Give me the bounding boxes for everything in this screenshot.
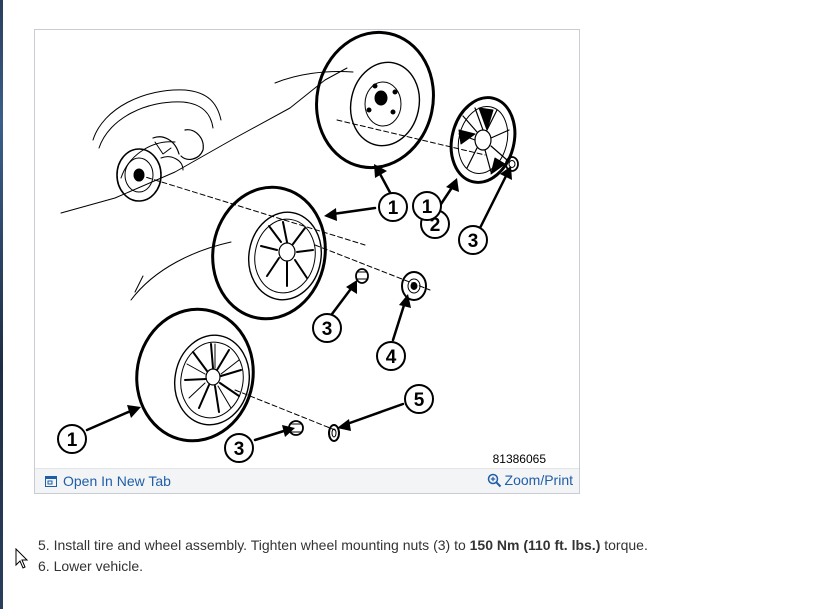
zoom-print-label: Zoom/Print	[504, 472, 573, 488]
lug-nut-upper-illustration	[505, 156, 519, 172]
callout-1-middle: 1	[422, 197, 433, 218]
zoom-print-link[interactable]: Zoom/Print	[487, 472, 573, 488]
callout-3-lower: 3	[234, 439, 245, 460]
step-5-text-end: torque.	[600, 537, 648, 553]
valve-stem-illustration	[328, 424, 340, 442]
middle-wheel-illustration	[211, 185, 327, 321]
center-cap-illustration	[401, 271, 427, 301]
hub-rotor-illustration	[116, 129, 204, 202]
zoom-in-icon	[487, 473, 501, 487]
callout-4: 4	[386, 347, 397, 368]
open-new-tab-label: Open In New Tab	[63, 473, 171, 489]
step-6-text: 6. Lower vehicle.	[38, 558, 144, 574]
callout-5: 5	[414, 390, 425, 411]
figure-code: 81386065	[492, 452, 546, 466]
wheel-cover-illustration	[449, 96, 517, 184]
callout-badges	[57, 192, 488, 463]
callout-2: 2	[430, 215, 441, 236]
lower-wheel-illustration	[135, 307, 255, 443]
procedure-steps: 5. Install tire and wheel assembly. Tigh…	[38, 535, 648, 577]
mouse-cursor-icon	[15, 548, 29, 569]
lug-nut-middle-illustration	[355, 268, 369, 284]
step-5: 5. Install tire and wheel assembly. Tigh…	[38, 535, 648, 556]
open-tab-icon	[45, 475, 57, 487]
callout-3-middle: 3	[322, 319, 333, 340]
step-5-torque-spec: 150 Nm (110 ft. lbs.)	[469, 537, 601, 553]
open-new-tab-link[interactable]: Open In New Tab	[45, 473, 171, 489]
callout-1-upper: 1	[388, 198, 399, 219]
figure-panel: 1 2 3 3 4 3 1 5 1 81386065 Open In New T…	[34, 29, 580, 494]
callout-3-upper: 3	[468, 231, 479, 252]
window-edge	[0, 0, 3, 609]
axle-lines	[138, 119, 486, 431]
callout-1-lower: 1	[67, 430, 78, 451]
figure-toolbar: Open In New Tab Zoom/Print	[35, 468, 579, 493]
wheel-assembly-illustration: 1 2 3 3 4 3 1 5 1	[57, 30, 519, 463]
step-5-text: 5. Install tire and wheel assembly. Tigh…	[38, 537, 470, 553]
vehicle-body-outline	[60, 67, 354, 301]
step-6: 6. Lower vehicle.	[38, 556, 648, 577]
arrow-heads	[127, 164, 512, 437]
callout-badge-middle	[412, 191, 442, 221]
upper-wheel-illustration	[315, 30, 435, 170]
